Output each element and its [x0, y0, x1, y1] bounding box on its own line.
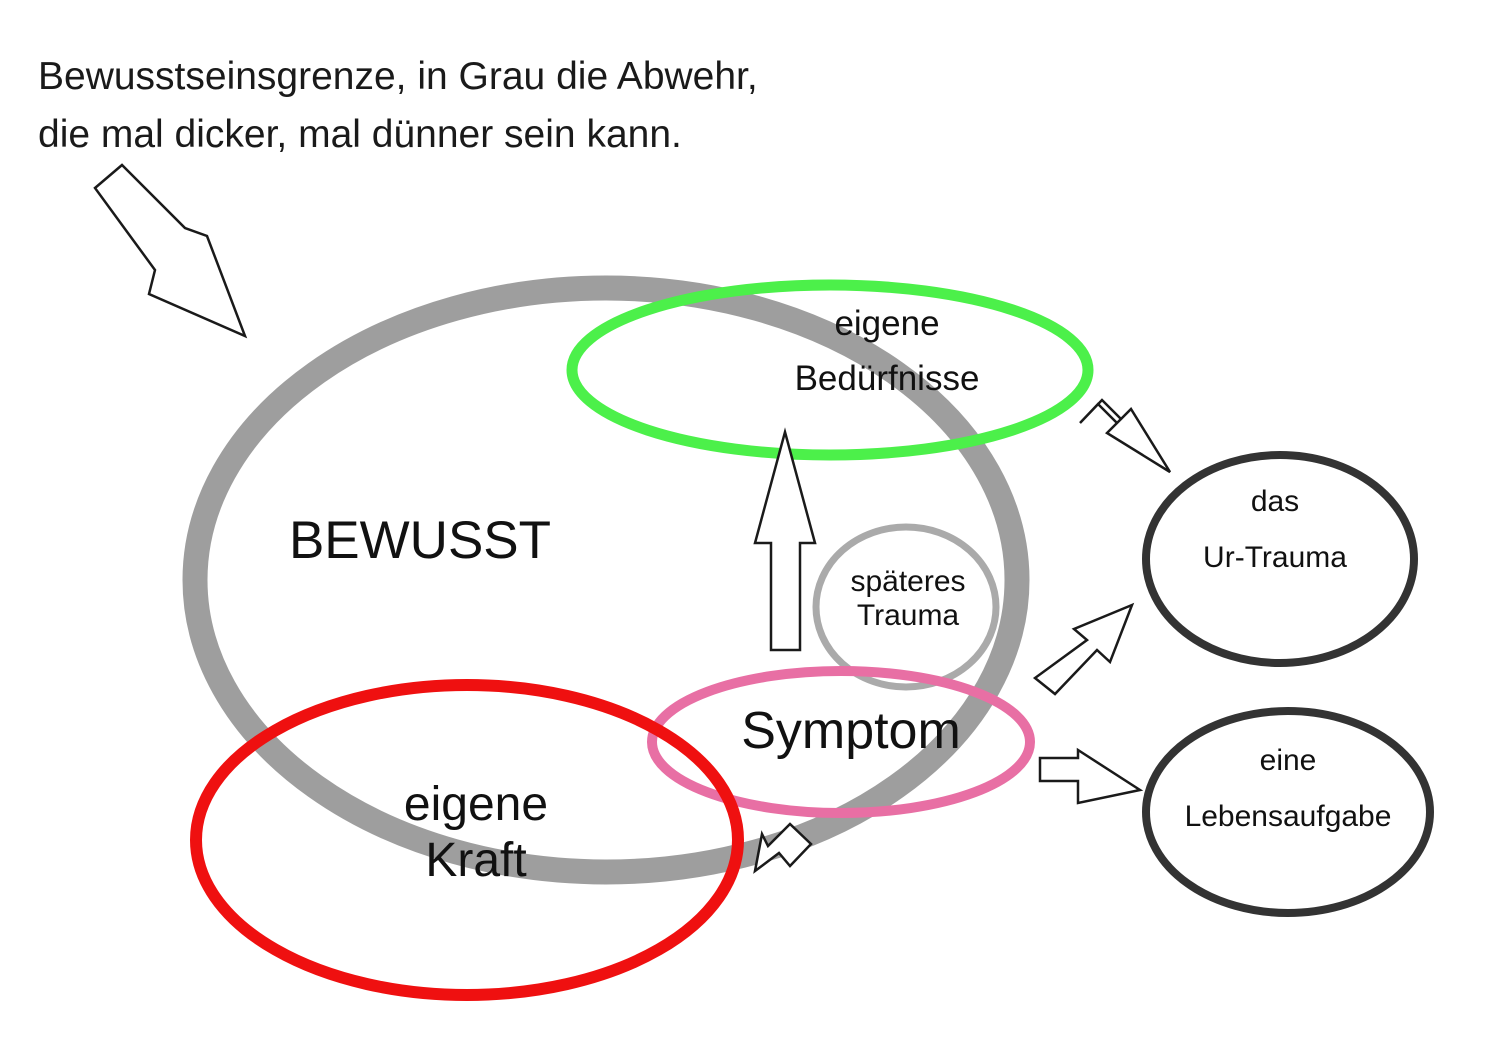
later-trauma-circle	[812, 523, 1000, 691]
symptom-to-urtrauma-arrow-icon	[1032, 602, 1135, 696]
needs-to-urtrauma-arrow-icon	[1079, 398, 1172, 474]
label-strength-line-2: Kraft	[425, 834, 526, 887]
needs-ellipse	[566, 279, 1094, 461]
label-needs-line-1: eigene	[834, 304, 939, 343]
symptom-ellipse	[647, 666, 1035, 818]
label-needs-line-2: Bedürfnisse	[795, 359, 980, 398]
up-arrow-icon	[753, 427, 817, 652]
label-trauma-line-1: späteres	[850, 565, 965, 598]
life-task-circle	[1142, 707, 1434, 917]
caption-line-2: die mal dicker, mal dünner sein kann.	[38, 113, 682, 156]
caption-line-1: Bewusstseinsgrenze, in Grau die Abwehr,	[38, 55, 758, 98]
label-urtrauma-line-2: Ur-Trauma	[1203, 541, 1347, 574]
symptom-to-lebensaufgabe-arrow-icon	[1038, 747, 1144, 805]
diagram-caption: Bewusstseinsgrenze, in Grau die Abwehr, …	[38, 48, 758, 164]
label-bewusst: BEWUSST	[289, 511, 551, 570]
symptom-to-strength-arrow-icon	[753, 822, 813, 874]
strength-ellipse	[190, 679, 744, 1001]
label-strength-line-1: eigene	[404, 778, 548, 831]
boundary-arrow-icon	[93, 163, 248, 339]
label-trauma-line-2: Trauma	[857, 599, 960, 632]
label-urtrauma-line-1: das	[1251, 485, 1299, 518]
label-lebensaufgabe-line-1: eine	[1260, 744, 1317, 777]
label-lebensaufgabe-line-2: Lebensaufgabe	[1185, 800, 1392, 833]
ur-trauma-circle	[1142, 451, 1418, 667]
label-symptom: Symptom	[741, 702, 961, 760]
consciousness-boundary-ellipse	[182, 275, 1030, 885]
